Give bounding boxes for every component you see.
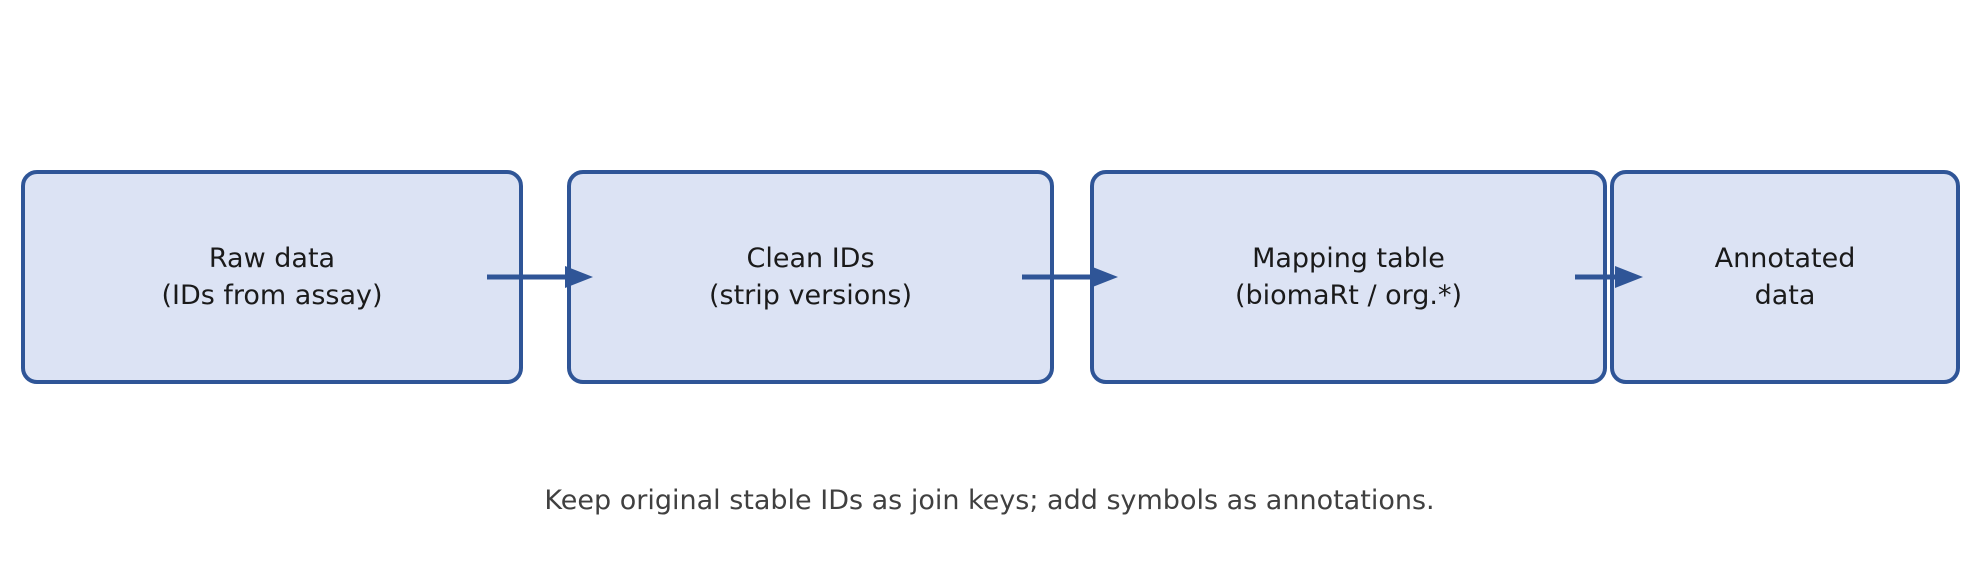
box-label-line1: Mapping table — [1252, 243, 1445, 274]
flow-box-clean-ids: Clean IDs (strip versions) — [567, 170, 1054, 384]
box-label-line1: Clean IDs — [746, 243, 875, 274]
box-label-line2: (biomaRt / org.*) — [1234, 280, 1463, 311]
arrow-right-icon — [1575, 266, 1643, 288]
box-label-line2: (IDs from assay) — [161, 280, 383, 311]
box-label-line1: Raw data — [208, 243, 336, 274]
box-label-line2: data — [1754, 280, 1816, 311]
diagram-caption: Keep original stable IDs as join keys; a… — [544, 485, 1435, 516]
arrow-right-icon — [487, 266, 593, 288]
box-label-line1: Annotated — [1714, 243, 1856, 274]
flow-box-raw-data: Raw data (IDs from assay) — [21, 170, 523, 384]
arrow-right-icon — [1022, 266, 1118, 288]
flow-box-annotated-data: Annotated data — [1610, 170, 1960, 384]
flow-box-mapping-table: Mapping table (biomaRt / org.*) — [1090, 170, 1607, 384]
box-label-line2: (strip versions) — [708, 280, 912, 311]
